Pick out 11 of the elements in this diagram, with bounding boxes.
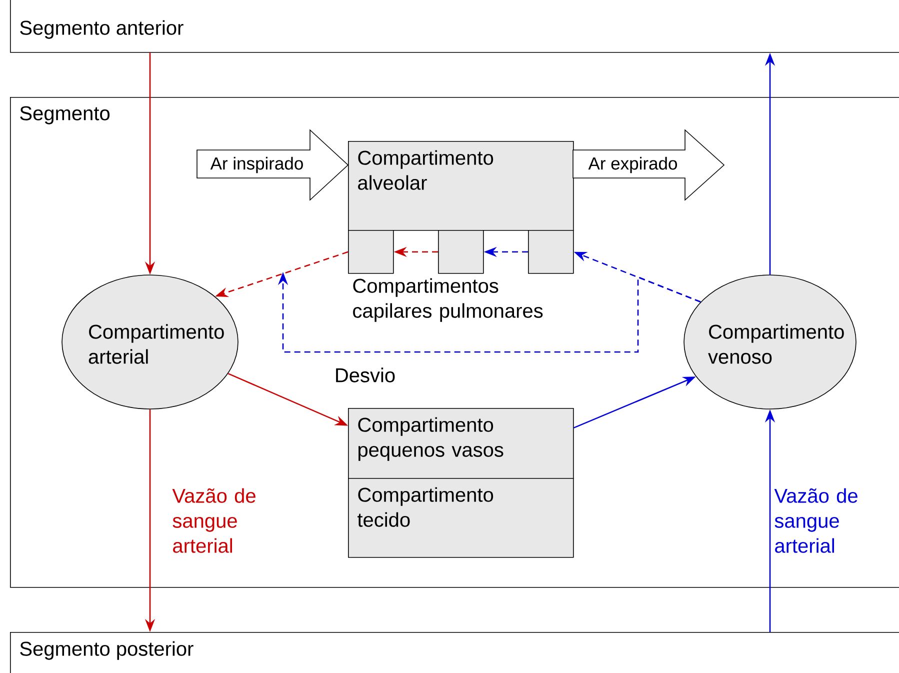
compartment-box: Compartimento tecido (348, 478, 574, 558)
edge-label: Desvio (336, 368, 395, 382)
segment-band: Segmento posterior (10, 632, 899, 673)
capillary-box (348, 230, 394, 274)
capillary-box (528, 230, 574, 274)
flow-label: Vazão de sangue arterial (774, 488, 858, 553)
capillary-box (438, 230, 484, 274)
segment-band: Segmento anterior (10, 0, 899, 53)
compartment-box: Compartimento pequenos vasos (348, 408, 574, 479)
flow-label: Vazão de sangue arterial (172, 488, 256, 553)
group-caption: Compartimentos capilares pulmonares (353, 278, 543, 322)
